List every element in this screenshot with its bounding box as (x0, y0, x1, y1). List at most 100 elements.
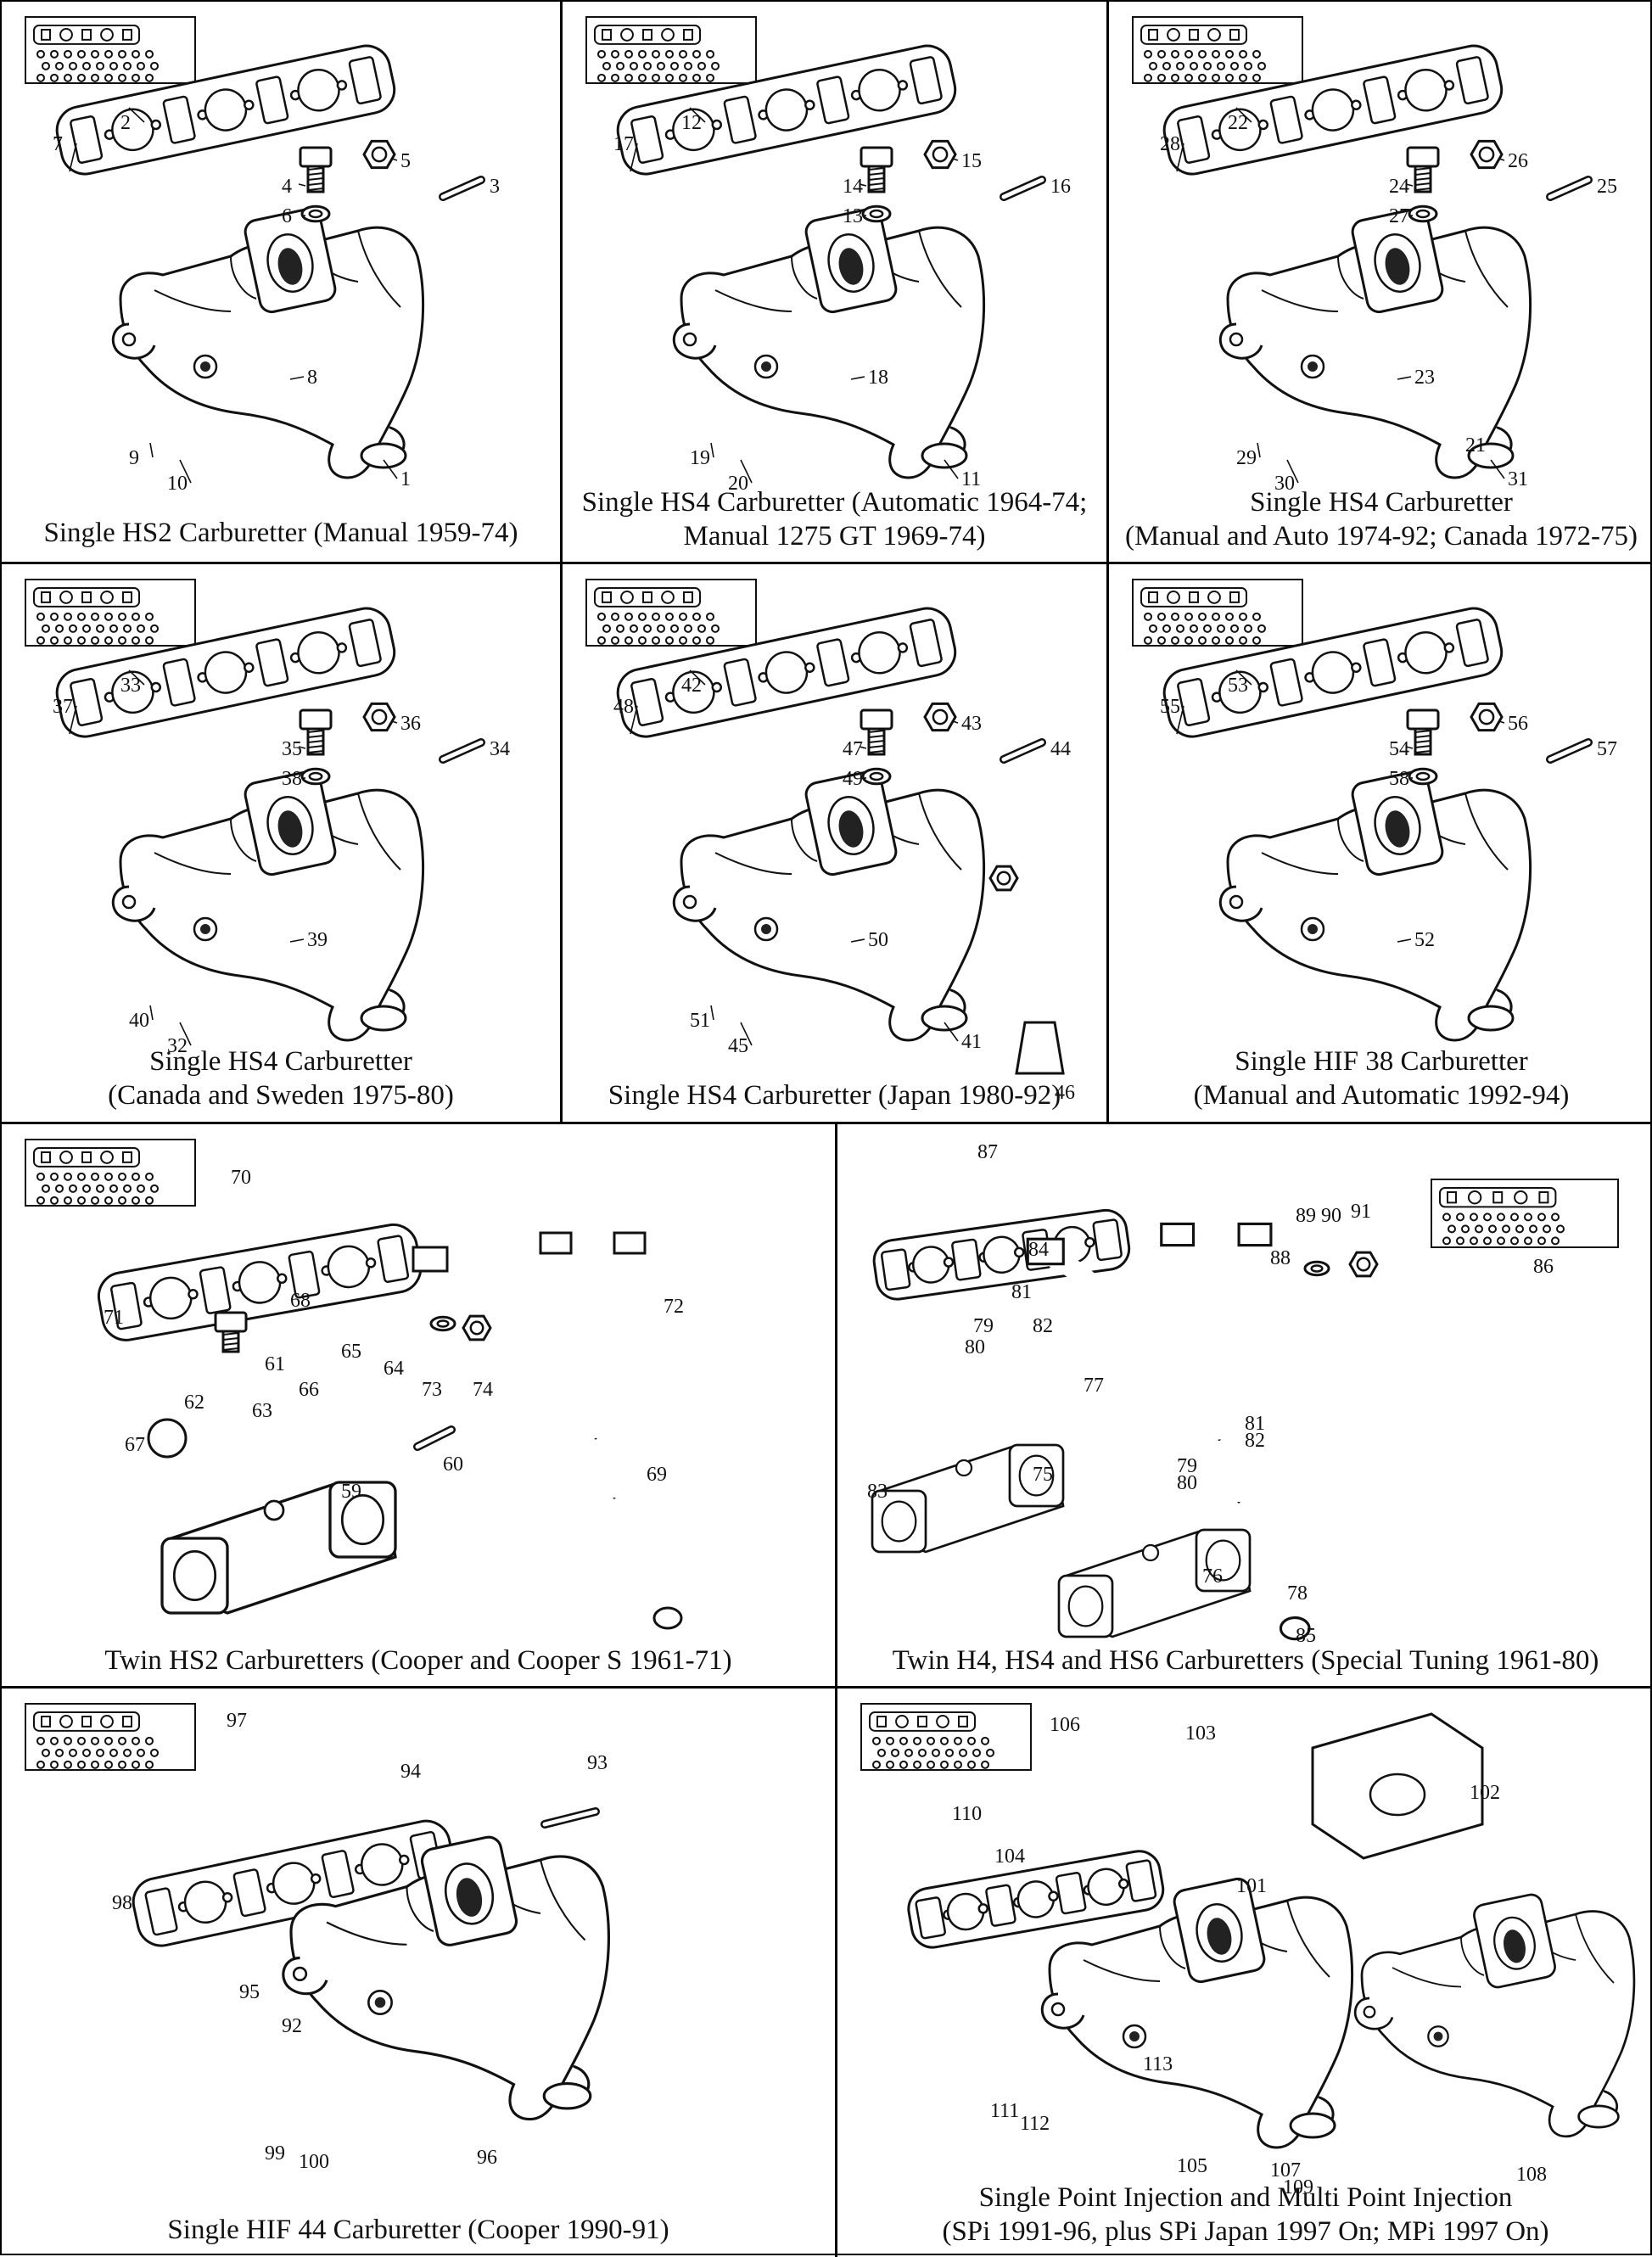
part-number-label: 56 (1508, 713, 1528, 735)
leader-line (179, 459, 192, 484)
part-number-label: 36 (400, 713, 421, 735)
part-number-label: 49 (843, 768, 863, 790)
part-number-label: 95 (239, 1981, 260, 2003)
part-number-label: 48 (613, 696, 634, 718)
bolt (299, 708, 333, 756)
stud (1000, 176, 1046, 201)
caption-line: Single HS4 Carburetter (Japan 1980-92) (608, 1080, 1061, 1111)
part-number-label: 82 (1245, 1430, 1265, 1452)
part-number-label: 51 (690, 1010, 710, 1032)
part-number-label: 79 (973, 1315, 994, 1337)
washer (861, 204, 892, 223)
part-number-label: 34 (490, 738, 510, 760)
washer (1408, 767, 1438, 786)
part-number-label: 111 (990, 2100, 1019, 2122)
leader-line (383, 459, 398, 479)
part-number-label: 93 (587, 1752, 608, 1774)
part-number-label: 102 (1470, 1782, 1500, 1804)
part-number-label: 96 (477, 2147, 497, 2169)
panel-caption: Single HIF 44 Carburetter (Cooper 1990-9… (2, 2213, 835, 2247)
leader-line (1405, 183, 1414, 187)
part-number-label: 41 (961, 1031, 982, 1053)
part-number-label: 39 (307, 929, 328, 951)
stud (1000, 738, 1046, 764)
part-number-label: 38 (282, 768, 302, 790)
manifold-gasket (907, 1850, 1165, 1949)
manifold-gasket (872, 1208, 1131, 1301)
panel-caption: Single HS4 Carburetter (Canada and Swede… (2, 1044, 560, 1112)
part-number-label: 7 (53, 133, 63, 155)
part-number-label: 81 (1011, 1281, 1032, 1303)
exhaust-manifold (111, 207, 425, 479)
part-number-label: 90 (1321, 1205, 1341, 1227)
part-number-label: 62 (184, 1392, 204, 1414)
part-number-label: 14 (843, 176, 863, 198)
part-number-label: 58 (1389, 768, 1409, 790)
part-number-label: 37 (53, 696, 73, 718)
part-number-label: 98 (112, 1892, 132, 1914)
part-number-label: 113 (1143, 2053, 1173, 2075)
part-number-label: 71 (104, 1307, 124, 1329)
part-number-label: 79 (1177, 1455, 1197, 1477)
part-number-label: 109 (1283, 2176, 1313, 2198)
part-number-label: 26 (1508, 150, 1528, 172)
part-number-label: 59 (341, 1481, 361, 1503)
part-number-label: 107 (1270, 2159, 1301, 2181)
divider-col-a (560, 2, 563, 1122)
exhaust-manifold (111, 770, 425, 1042)
inlet-manifold (1057, 1528, 1252, 1638)
bolt (299, 146, 333, 193)
caption-line: Single HS4 Carburetter (149, 1046, 412, 1077)
part-number-label: 17 (613, 133, 634, 155)
part-number-label: 28 (1160, 133, 1180, 155)
leader-line (1257, 442, 1261, 458)
part-number-label: 80 (965, 1336, 985, 1358)
leader-line (952, 158, 959, 161)
exhaust-manifold (1218, 770, 1532, 1042)
part-number-label: 15 (961, 150, 982, 172)
nut (362, 702, 396, 732)
part-number-label: 4 (282, 176, 292, 198)
part-number-label: 108 (1516, 2164, 1547, 2186)
panel-caption: Single Point Injection and Multi Point I… (837, 2181, 1652, 2249)
part-number-label: 30 (1274, 473, 1295, 495)
bolt (1406, 708, 1440, 756)
manifold-gasket (97, 1223, 423, 1341)
part-number-label: 87 (977, 1141, 998, 1163)
part-number-label: 110 (952, 1803, 982, 1825)
part-number-label: 75 (1033, 1464, 1053, 1486)
part-number-label: 43 (961, 713, 982, 735)
gasket-kit-icon (25, 1139, 196, 1207)
caption-line: Single HS4 Carburetter (Automatic 1964-7… (581, 487, 1088, 518)
nut (1470, 139, 1504, 170)
part-number-label: 112 (1020, 2113, 1050, 2135)
leader-line (859, 746, 867, 749)
part-number-label: 76 (1202, 1565, 1223, 1588)
leader-line (944, 1022, 959, 1042)
part-number-label: 21 (1465, 434, 1486, 456)
leader-line (689, 669, 706, 686)
part-number-label: 88 (1270, 1247, 1291, 1269)
part-number-label: 25 (1597, 176, 1617, 198)
part-number-label: 16 (1050, 176, 1071, 198)
gasket-kit-icon (25, 579, 196, 647)
manifold-gasket (55, 607, 396, 738)
part-number-label: 13 (843, 205, 863, 227)
caption-line: Single Point Injection and Multi Point I… (978, 2182, 1513, 2213)
stud (1546, 176, 1593, 201)
leader-line (1490, 459, 1505, 479)
nut (923, 139, 957, 170)
part-number-label: 72 (664, 1296, 684, 1318)
gasket-kit-icon (1431, 1179, 1619, 1248)
part-number-label: 74 (473, 1379, 493, 1401)
